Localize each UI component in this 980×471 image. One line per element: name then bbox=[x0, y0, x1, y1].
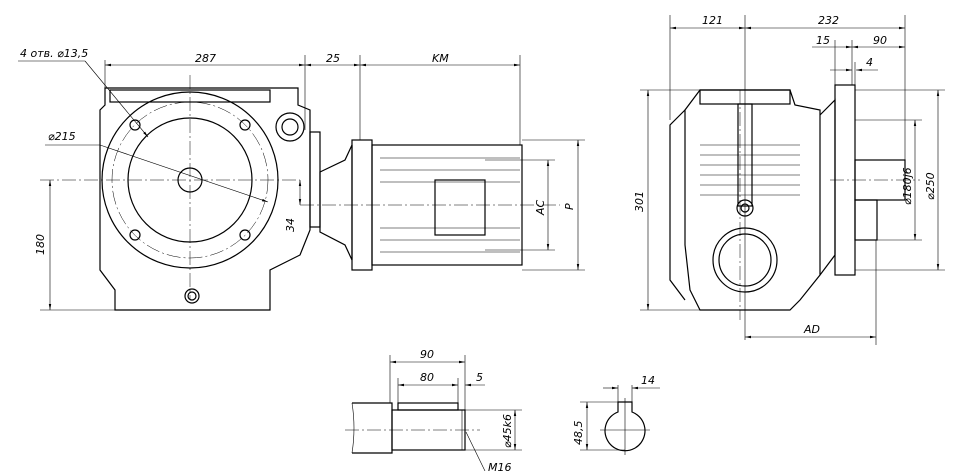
thread-label: M16 bbox=[488, 461, 512, 471]
holes-label: 4 отв. ⌀13,5 bbox=[20, 47, 88, 60]
dim-ad: AD bbox=[803, 323, 820, 336]
front-dimensions: 287 25 KM 4 отв. ⌀13,5 ⌀215 180 34 AC P bbox=[18, 47, 585, 311]
dim-key-width: 14 bbox=[641, 374, 655, 387]
dim-flange-dia: ⌀250 bbox=[924, 172, 937, 200]
side-dimensions: 121 232 15 90 4 301 ⌀180j6 ⌀250 AD bbox=[633, 14, 945, 345]
dim-key-depth: 48,5 bbox=[572, 421, 585, 446]
dim-offset: 34 bbox=[284, 218, 297, 232]
dim-left: 121 bbox=[702, 14, 723, 27]
lifting-eye bbox=[275, 112, 305, 142]
key bbox=[397, 402, 459, 411]
shaft-section bbox=[604, 401, 646, 452]
dim-height: 301 bbox=[633, 191, 646, 212]
dim-length: 90 bbox=[420, 348, 434, 361]
front-view bbox=[40, 75, 560, 311]
dim-width: 287 bbox=[195, 52, 216, 65]
dim-bolt-circle: ⌀215 bbox=[48, 130, 76, 143]
dim-right: 232 bbox=[818, 14, 839, 27]
dim-diameter: ⌀45k6 bbox=[501, 414, 514, 448]
dim-end-offset: 5 bbox=[476, 371, 483, 384]
dim-spigot-dia: ⌀180j6 bbox=[901, 167, 914, 205]
terminal-box bbox=[434, 179, 486, 236]
dim-key-length: 80 bbox=[420, 371, 434, 384]
dim-km: KM bbox=[432, 52, 449, 65]
dim-p: P bbox=[563, 203, 576, 210]
dim-shaft-len: 90 bbox=[873, 34, 887, 47]
dim-shaft-height: 180 bbox=[34, 234, 47, 255]
dim-flange-thk: 15 bbox=[816, 34, 830, 47]
dim-ac: AC bbox=[534, 199, 547, 216]
dim-gap: 25 bbox=[326, 52, 340, 65]
dim-spigot: 4 bbox=[866, 56, 873, 69]
shaft-detail: 90 80 5 ⌀45k6 M16 48,5 14 bbox=[345, 348, 660, 471]
